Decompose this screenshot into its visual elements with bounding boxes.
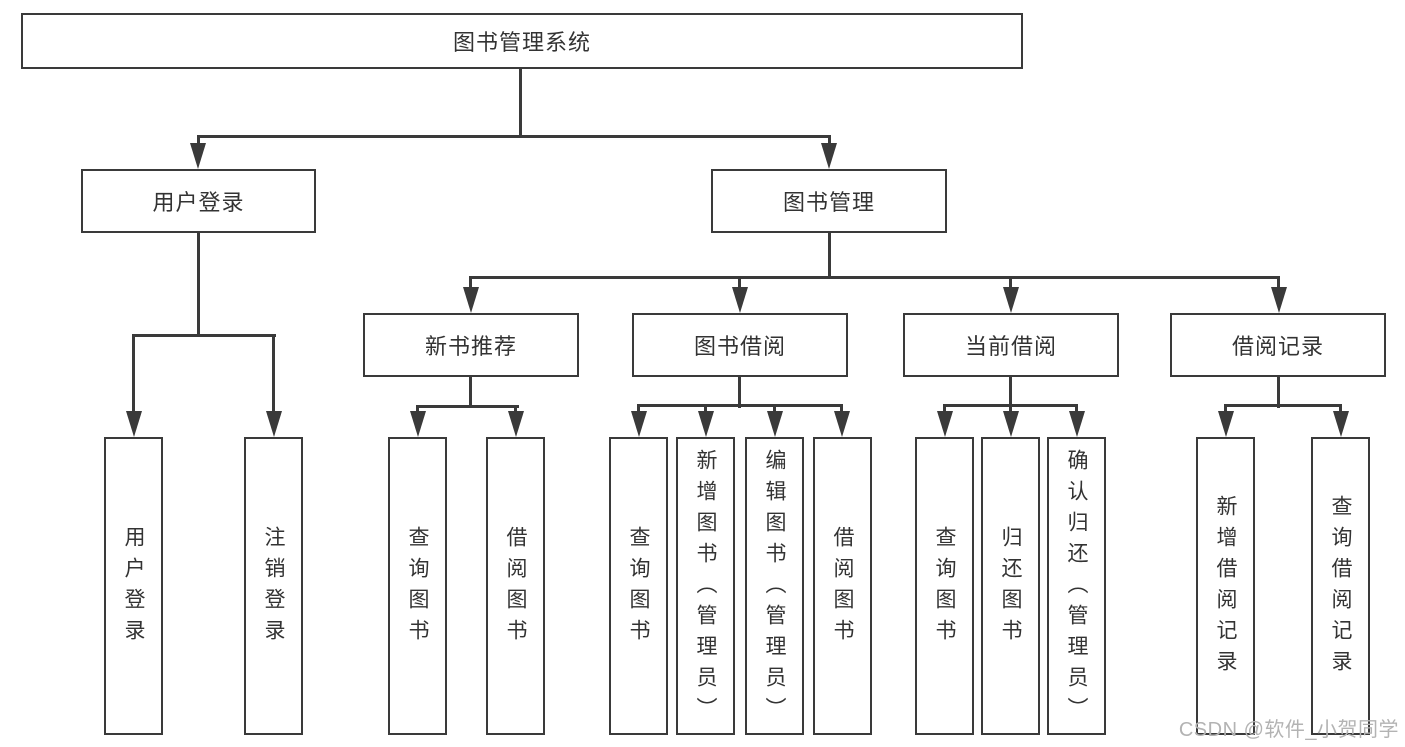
- connector-line: [132, 334, 135, 412]
- leaf-borrow-query-books: 查询图书: [609, 437, 668, 735]
- node-borrowing-records: 借阅记录: [1170, 313, 1386, 377]
- connector-line: [1339, 404, 1342, 412]
- arrowhead-icon: [821, 143, 837, 169]
- leaf-current-query-books: 查询图书: [915, 437, 974, 735]
- connector-line: [943, 404, 946, 412]
- connector-line: [197, 135, 200, 145]
- connector-line: [637, 404, 843, 407]
- leaf-records-add-record: 新增借阅记录: [1196, 437, 1255, 735]
- node-current-borrowing: 当前借阅: [903, 313, 1119, 377]
- node-new-book-recommendation: 新书推荐: [363, 313, 579, 377]
- arrowhead-icon: [1003, 411, 1019, 437]
- arrowhead-icon: [937, 411, 953, 437]
- connector-line: [514, 405, 517, 413]
- node-book-borrowing: 图书借阅: [632, 313, 848, 377]
- connector-line: [469, 377, 472, 408]
- leaf-user-login: 用户登录: [104, 437, 163, 735]
- leaf-borrow-borrow-books: 借阅图书: [813, 437, 872, 735]
- csdn-watermark: CSDN @软件_小贺同学: [1178, 719, 1399, 741]
- arrowhead-icon: [266, 411, 282, 437]
- arrowhead-icon: [698, 411, 714, 437]
- connector-line: [1009, 276, 1012, 288]
- leaf-records-query-record: 查询借阅记录: [1311, 437, 1370, 735]
- arrowhead-icon: [126, 411, 142, 437]
- connector-line: [637, 404, 640, 412]
- connector-line: [132, 334, 276, 337]
- arrowhead-icon: [1218, 411, 1234, 437]
- arrowhead-icon: [190, 143, 206, 169]
- connector-line: [704, 404, 707, 412]
- arrowhead-icon: [410, 411, 426, 437]
- connector-line: [1277, 276, 1280, 288]
- connector-line: [1009, 377, 1012, 408]
- arrowhead-icon: [1333, 411, 1349, 437]
- arrowhead-icon: [631, 411, 647, 437]
- connector-line: [197, 233, 200, 337]
- connector-line: [1224, 404, 1227, 412]
- connector-line: [738, 377, 741, 408]
- connector-line: [828, 135, 831, 145]
- connector-line: [840, 404, 843, 412]
- connector-line: [1075, 404, 1078, 412]
- arrowhead-icon: [767, 411, 783, 437]
- leaf-rec-query-books: 查询图书: [388, 437, 447, 735]
- connector-line: [197, 135, 831, 138]
- leaf-current-return-books: 归还图书: [981, 437, 1040, 735]
- arrowhead-icon: [463, 287, 479, 313]
- connector-line: [416, 405, 419, 413]
- node-user-login: 用户登录: [81, 169, 316, 233]
- connector-line: [1277, 377, 1280, 408]
- connector-line: [469, 276, 1280, 279]
- arrowhead-icon: [508, 411, 524, 437]
- arrowhead-icon: [732, 287, 748, 313]
- arrowhead-icon: [834, 411, 850, 437]
- leaf-logout: 注销登录: [244, 437, 303, 735]
- connector-line: [416, 405, 519, 408]
- leaf-rec-borrow-books: 借阅图书: [486, 437, 545, 735]
- leaf-borrow-add-books-admin: 新增图书（管理员）: [676, 437, 735, 735]
- connector-line: [828, 233, 831, 279]
- leaf-current-confirm-return-admin: 确认归还（管理员）: [1047, 437, 1106, 735]
- arrowhead-icon: [1069, 411, 1085, 437]
- arrowhead-icon: [1271, 287, 1287, 313]
- connector-line: [519, 69, 522, 137]
- connector-line: [469, 276, 472, 288]
- connector-line: [272, 334, 275, 412]
- node-book-management: 图书管理: [711, 169, 947, 233]
- arrowhead-icon: [1003, 287, 1019, 313]
- connector-line: [738, 276, 741, 288]
- node-root-library-system: 图书管理系统: [21, 13, 1023, 69]
- leaf-borrow-edit-books-admin: 编辑图书（管理员）: [745, 437, 804, 735]
- connector-line: [773, 404, 776, 412]
- connector-line: [1009, 404, 1012, 412]
- connector-line: [1224, 404, 1342, 407]
